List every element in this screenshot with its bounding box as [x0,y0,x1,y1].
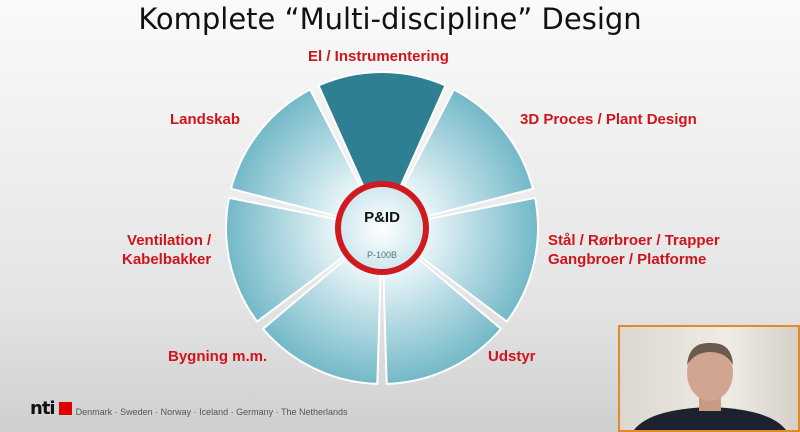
label-staal: Stål / Rørbroer / Trapper Gangbroer / Pl… [548,232,720,268]
label-3d-proces: 3D Proces / Plant Design [520,111,697,128]
slide-title: Komplete “Multi-discipline” Design [138,2,642,36]
label-landskab: Landskab [170,111,241,128]
label-el-instrumentering: El / Instrumentering [308,48,449,65]
footer: nti Denmark · Sweden · Norway · Iceland … [30,398,348,419]
pid-tag: P-100B [367,250,397,260]
pid-label: P&ID [364,209,400,226]
presenter-video [634,342,786,430]
label-bygning: Bygning m.m. [168,348,268,365]
presenter-face [687,345,733,401]
label-udstyr: Udstyr [488,348,536,365]
webcam-feed [618,325,800,432]
presenter-body [634,407,786,430]
label-ventilation: Ventilation / Kabelbakker [122,232,212,268]
footer-countries: Denmark · Sweden · Norway · Iceland · Ge… [75,407,348,417]
discipline-wheel: P&ID P-100B [225,71,539,385]
nti-logo: nti [30,398,56,419]
logo-square-icon [58,402,72,415]
pid-center-circle [335,181,429,275]
